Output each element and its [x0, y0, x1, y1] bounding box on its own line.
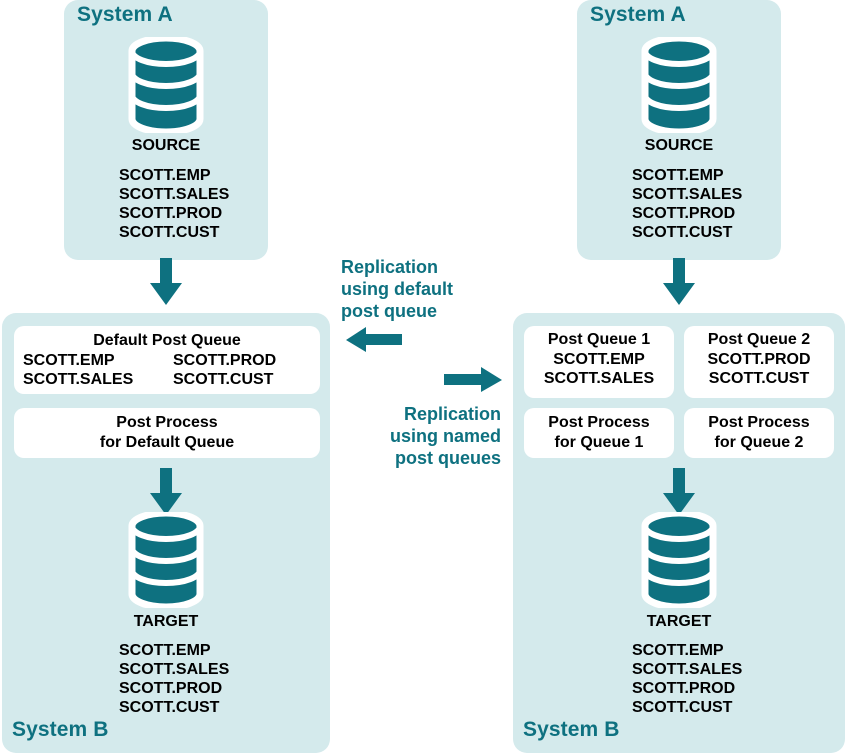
list-item: SCOTT.SALES: [632, 186, 743, 203]
table-list-source-left: SCOTT.EMP SCOTT.SALES SCOTT.PROD SCOTT.C…: [119, 166, 229, 242]
list-item: SCOTT.PROD: [632, 680, 736, 697]
caption-line-3: post queues: [394, 448, 501, 468]
list-item: SCOTT.EMP: [553, 351, 645, 368]
default-post-process-box: Post Process for Default Queue: [14, 408, 320, 458]
system-label-a-left: System A: [77, 3, 173, 26]
process-box-line2: for Queue 1: [554, 434, 644, 451]
database-cylinder-icon: [127, 37, 205, 133]
table-list-target-right: SCOTT.EMP SCOTT.SALES SCOTT.PROD SCOTT.C…: [632, 641, 742, 717]
list-item: SCOTT.CUST: [173, 371, 274, 388]
caption-line-1: Replication: [403, 404, 501, 424]
post-process-queue-2-box: Post Process for Queue 2: [684, 408, 834, 458]
db-caption-target-right: TARGET: [646, 613, 712, 630]
process-box-line1: Post Process: [116, 414, 218, 431]
database-cylinder-icon: [127, 512, 205, 608]
system-label-b-left: System B: [12, 718, 109, 741]
arrow-down-icon: [149, 468, 183, 516]
list-item: SCOTT.EMP: [119, 642, 211, 659]
table-list-target-left: SCOTT.EMP SCOTT.SALES SCOTT.PROD SCOTT.C…: [119, 641, 229, 717]
list-item: SCOTT.SALES: [632, 661, 743, 678]
arrow-left-icon: [345, 327, 403, 353]
list-item: SCOTT.PROD: [119, 205, 223, 222]
process-box-line1: Post Process: [708, 414, 810, 431]
post-queue-1-box: Post Queue 1 SCOTT.EMP SCOTT.SALES: [524, 326, 674, 398]
post-process-queue-1-box: Post Process for Queue 1: [524, 408, 674, 458]
process-box-line2: for Default Queue: [99, 434, 235, 451]
post-queue-2-box: Post Queue 2 SCOTT.PROD SCOTT.CUST: [684, 326, 834, 398]
caption-replication-default: Replication using default post queue: [341, 256, 453, 322]
list-item: SCOTT.CUST: [632, 699, 733, 716]
list-item: SCOTT.PROD: [119, 680, 223, 697]
caption-line-2: using default: [341, 279, 453, 299]
list-item: SCOTT.CUST: [708, 370, 810, 387]
list-item: SCOTT.EMP: [23, 352, 115, 369]
arrow-down-icon: [662, 468, 696, 516]
list-item: SCOTT.SALES: [119, 186, 230, 203]
list-item: SCOTT.SALES: [543, 370, 655, 387]
list-item: SCOTT.EMP: [119, 167, 211, 184]
caption-replication-named: Replication using named post queues: [374, 403, 501, 469]
list-item: SCOTT.CUST: [119, 224, 220, 241]
list-item: SCOTT.CUST: [632, 224, 733, 241]
caption-line-2: using named: [389, 426, 501, 446]
system-label-a-right: System A: [590, 3, 686, 26]
process-box-line2: for Queue 2: [714, 434, 804, 451]
list-item: SCOTT.CUST: [119, 699, 220, 716]
default-post-queue-box: Default Post Queue SCOTT.EMP SCOTT.PROD …: [14, 326, 320, 394]
list-item: SCOTT.PROD: [632, 205, 736, 222]
list-item: SCOTT.SALES: [23, 371, 134, 388]
arrow-down-icon: [662, 258, 696, 306]
arrow-right-icon: [443, 367, 503, 393]
queue-box-title: Default Post Queue: [93, 332, 241, 349]
queue-box-title: Post Queue 1: [547, 331, 651, 348]
database-cylinder-icon: [640, 512, 718, 608]
caption-line-1: Replication: [341, 257, 439, 277]
list-item: SCOTT.SALES: [119, 661, 230, 678]
list-item: SCOTT.EMP: [632, 642, 724, 659]
list-item: SCOTT.PROD: [173, 352, 277, 369]
list-item: SCOTT.EMP: [632, 167, 724, 184]
queue-box-title: Post Queue 2: [707, 331, 811, 348]
database-cylinder-icon: [640, 37, 718, 133]
arrow-down-icon: [149, 258, 183, 306]
db-caption-source-left: SOURCE: [131, 137, 201, 154]
system-label-b-right: System B: [523, 718, 620, 741]
list-item: SCOTT.PROD: [707, 351, 811, 368]
db-caption-source-right: SOURCE: [644, 137, 714, 154]
process-box-line1: Post Process: [548, 414, 650, 431]
table-list-source-right: SCOTT.EMP SCOTT.SALES SCOTT.PROD SCOTT.C…: [632, 166, 742, 242]
caption-line-3: post queue: [341, 301, 438, 321]
db-caption-target-left: TARGET: [133, 613, 199, 630]
